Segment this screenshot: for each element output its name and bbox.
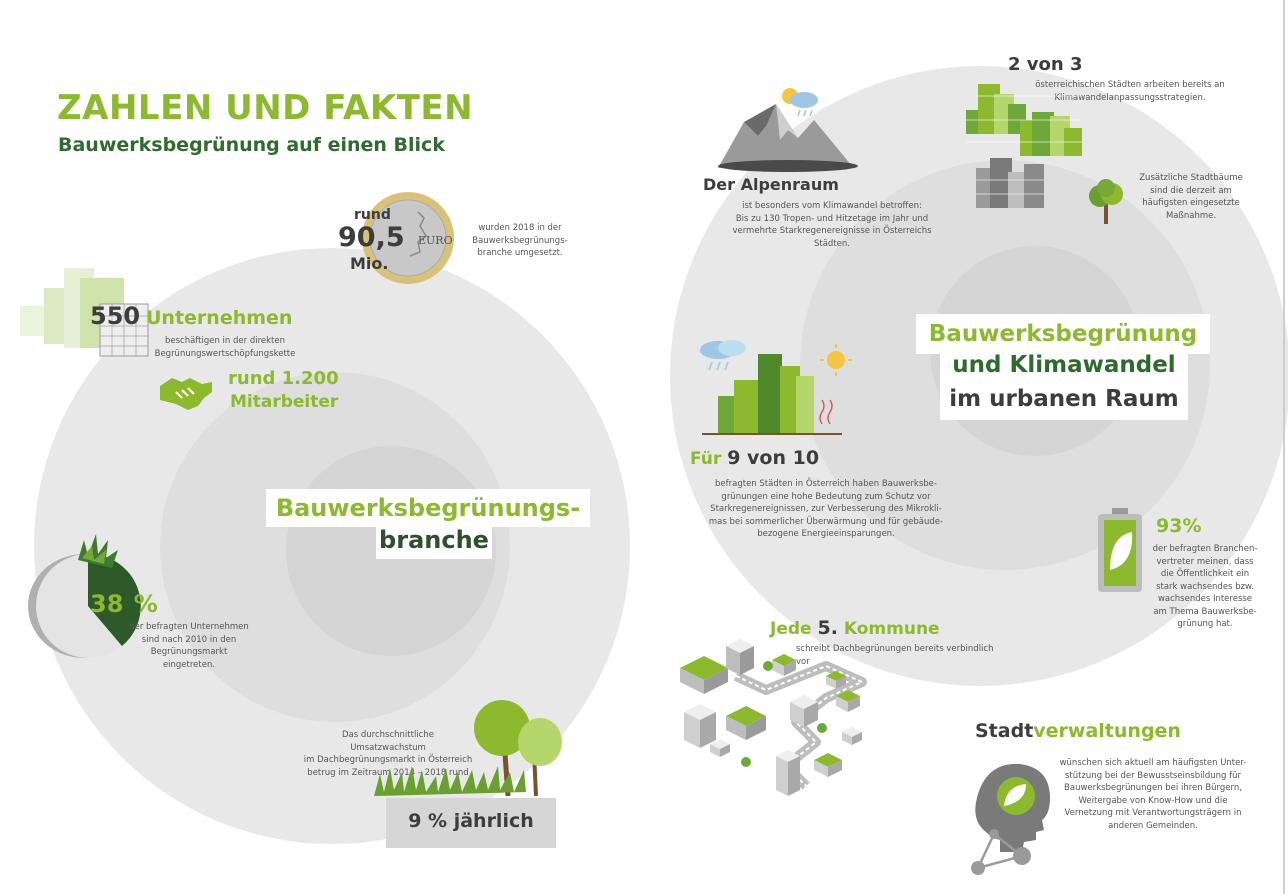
- revenue-unit: Mio.: [350, 254, 389, 273]
- nine-of-ten-line: Für 9 von 10: [690, 447, 820, 469]
- left-center-label-line2: branche: [376, 523, 492, 559]
- coin-text: EURO: [418, 234, 453, 247]
- trees-grass-icon: [374, 700, 564, 800]
- kommune-text: schreibt Dachbegrünungen bereits verbind…: [796, 644, 994, 667]
- right-center-label-line1: Bauwerksbegrünung: [916, 314, 1210, 354]
- share-text: der befragten Unternehmen sind nach 2010…: [129, 622, 249, 670]
- percent93-text: der befragten Branchen- vertreter meinen…: [1152, 544, 1258, 629]
- head-network-icon: [964, 756, 1064, 878]
- percent93-value: 93%: [1156, 515, 1202, 537]
- companies-value: 550: [90, 302, 141, 330]
- handshake-icon: [158, 372, 214, 412]
- alps-label: Der Alpenraum: [703, 175, 839, 194]
- growth-value: 9 % jährlich: [408, 810, 534, 832]
- nine-of-ten-text: befragten Städten in Österreich haben Ba…: [708, 479, 944, 539]
- tree-icon: [1086, 178, 1126, 226]
- cities-2of3-text: österreichischen Städten arbeiten bereit…: [1035, 80, 1225, 103]
- employees-label: Mitarbeiter: [230, 392, 339, 412]
- isometric-town-icon: [676, 636, 894, 806]
- revenue-prefix: rund: [354, 207, 391, 223]
- battery-leaf-icon: [1096, 508, 1144, 594]
- revenue-value: 90,5: [338, 222, 405, 253]
- page-title: ZAHLEN UND FAKTEN: [57, 88, 474, 128]
- growth-value-box: [386, 798, 556, 848]
- right-center-label-line2: und Klimawandel: [940, 348, 1188, 384]
- cities-2of3-value: 2 von 3: [1008, 54, 1083, 75]
- office-buildings-icon: [20, 268, 150, 358]
- revenue-text: wurden 2018 in der Bauwerksbegrünungs- b…: [472, 223, 568, 258]
- page-edge-divider: [1283, 0, 1285, 894]
- companies-text: beschäftigen in der direkten Begrünungsw…: [154, 336, 296, 359]
- mountains-weather-icon: [718, 80, 858, 172]
- alps-text: ist besonders vom Klimawandel betroffen:…: [732, 201, 932, 249]
- stadtverwaltungen-text: wünschen sich aktuell am häufigsten Unte…: [1059, 758, 1247, 831]
- pie-grass-icon: [22, 528, 146, 662]
- employees-line1: rund 1.200: [228, 368, 339, 389]
- green-city-weather-icon: [692, 336, 860, 436]
- share-value: 38 %: [90, 590, 158, 618]
- left-center-label-line1: Bauwerksbegrünungs-: [266, 489, 590, 527]
- companies-label: Unternehmen: [146, 307, 293, 329]
- kommune-line: Jede 5. Kommune: [770, 617, 940, 639]
- growth-text: Das durchschnittliche Umsatzwachstum im …: [303, 730, 473, 778]
- right-center-label-line3: im urbanen Raum: [940, 380, 1188, 420]
- page-subtitle: Bauwerksbegrünung auf einen Blick: [58, 134, 445, 156]
- trees-text: Zusätzliche Stadtbäume sind die derzeit …: [1139, 173, 1243, 221]
- euro-coin-icon: EURO: [360, 190, 456, 286]
- city-buildings-icon: [964, 76, 1094, 210]
- stadtverwaltungen-title: Stadtverwaltungen: [975, 720, 1181, 742]
